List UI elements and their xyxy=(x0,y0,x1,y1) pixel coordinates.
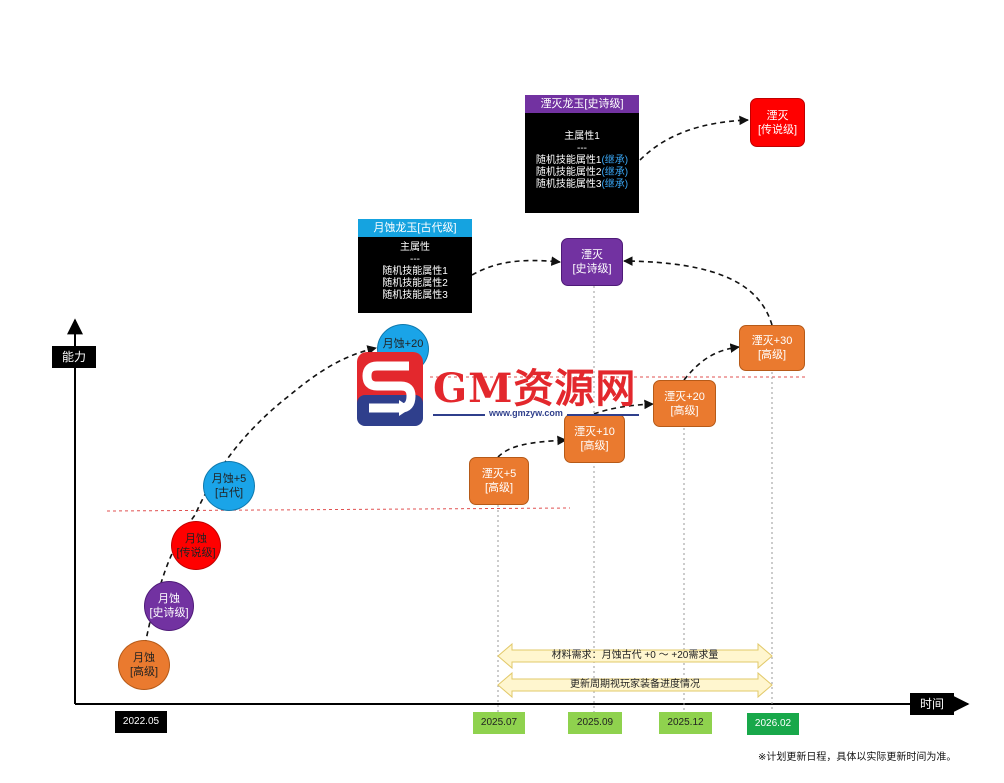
destroy-10-to-20-path xyxy=(593,399,654,415)
destroy-5-to-10-path xyxy=(497,435,567,458)
moon-node-ancient-5: 月蚀+5 [古代] xyxy=(203,461,255,511)
watermark-url: www.gmzyw.com xyxy=(489,408,563,418)
date-2022-05: 2022.05 xyxy=(115,711,167,733)
watermark-url-row: www.gmzyw.com xyxy=(433,408,643,422)
moon-jade-card: 月蚀龙玉[古代级] 主属性 --- 随机技能属性1 随机技能属性2 随机技能属性… xyxy=(358,219,472,313)
date-2025-07: 2025.07 xyxy=(473,712,525,734)
moon-jade-attr-2: 随机技能属性2 xyxy=(382,278,448,289)
destroy-jade-title: 湮灭龙玉[史诗级] xyxy=(525,95,639,113)
watermark-logo-icon xyxy=(355,350,425,428)
material-banner-shape xyxy=(497,642,773,670)
destroy-node-legendary: 湮灭 [传说级] xyxy=(750,98,805,147)
node-grade: [古代] xyxy=(214,487,244,499)
node-grade: [史诗级] xyxy=(572,263,612,275)
destroy-20-to-30-path xyxy=(683,343,740,381)
moon-node-advanced: 月蚀 [高级] xyxy=(118,640,170,690)
node-grade: [高级] xyxy=(484,482,514,494)
threshold-line-low xyxy=(106,507,571,512)
node-name: 湮灭 xyxy=(581,249,603,261)
moon-node-epic: 月蚀 [史诗级] xyxy=(144,581,194,631)
node-grade: [传说级] xyxy=(757,123,798,136)
destroy-jade-card: 湮灭龙玉[史诗级] 主属性1 --- 随机技能属性1(继承) 随机技能属性2(继… xyxy=(525,95,639,213)
destroy-node-plus10: 湮灭+10 [高级] xyxy=(564,414,625,463)
node-name: 湮灭+10 xyxy=(574,425,615,438)
destroy-node-plus20: 湮灭+20 [高级] xyxy=(653,380,716,427)
moon-jade-separator: --- xyxy=(410,254,420,265)
destroy-jade-attr-1: 随机技能属性1(继承) xyxy=(535,155,629,166)
destroy-node-plus30: 湮灭+30 [高级] xyxy=(739,325,805,371)
date-2025-12: 2025.12 xyxy=(659,712,712,734)
node-grade: [高级] xyxy=(757,349,787,361)
node-grade: [史诗级] xyxy=(149,607,189,619)
destroy-node-epic: 湮灭 [史诗级] xyxy=(561,238,623,286)
destroy-jade-attr-3: 随机技能属性3(继承) xyxy=(535,179,629,190)
node-name: 湮灭+30 xyxy=(751,335,793,347)
moon-jade-attr-3: 随机技能属性3 xyxy=(382,290,448,301)
node-name: 湮灭+20 xyxy=(664,390,705,403)
destroy-jade-separator: --- xyxy=(577,143,587,154)
epic-to-legend-path xyxy=(639,115,749,161)
destroy-jade-main-attr: 主属性1 xyxy=(564,131,600,142)
x-axis-label: 时间 xyxy=(910,693,954,715)
destroy-node-plus5: 湮灭+5 [高级] xyxy=(469,457,529,505)
moon-jade-attr-1: 随机技能属性1 xyxy=(382,266,448,277)
node-name: 月蚀 xyxy=(158,593,180,605)
footnote: ※计划更新日程，具体以实际更新时间为准。 xyxy=(758,752,957,763)
node-name: 湮灭+5 xyxy=(481,468,517,480)
jade-to-epic-path xyxy=(471,256,561,276)
moon-jade-title: 月蚀龙玉[古代级] xyxy=(358,219,472,237)
node-grade: [高级] xyxy=(580,439,609,452)
material-banner-text: 材料需求：月蚀古代 +0 ～ +20需求量 xyxy=(551,650,719,661)
y-axis-label: 能力 xyxy=(52,346,96,368)
plus30-to-epic-path xyxy=(623,256,773,326)
node-name: 月蚀+20 xyxy=(382,338,424,350)
date-2025-09: 2025.09 xyxy=(568,712,622,734)
watermark: GM资源网 www.gmzyw.com xyxy=(355,350,645,430)
cycle-banner-text: 更新周期视玩家装备进度情况 xyxy=(570,679,700,690)
moon-node-legendary: 月蚀 [传说级] xyxy=(171,521,221,570)
cycle-banner-shape xyxy=(497,671,773,699)
node-name: 月蚀+5 xyxy=(211,473,247,485)
watermark-text: GM资源网 xyxy=(433,365,637,412)
node-grade: [传说级] xyxy=(176,546,216,559)
node-name: 月蚀 xyxy=(133,652,155,664)
node-grade: [高级] xyxy=(129,666,159,678)
node-grade: [高级] xyxy=(670,404,699,417)
node-name: 月蚀 xyxy=(185,532,207,545)
moon-jade-main-attr: 主属性 xyxy=(400,242,430,253)
node-name: 湮灭 xyxy=(766,109,789,122)
destroy-jade-attr-2: 随机技能属性2(继承) xyxy=(535,167,629,178)
date-2026-02: 2026.02 xyxy=(747,713,799,735)
